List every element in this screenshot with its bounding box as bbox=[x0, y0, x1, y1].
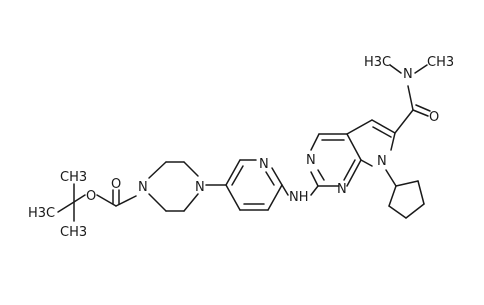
bond-pyr-4 bbox=[267, 184, 283, 211]
bond-cp-1 bbox=[395, 180, 419, 187]
bond-pyrrole-2 bbox=[371, 119, 396, 134]
bond-pyrrole-2d bbox=[372, 126, 392, 138]
bond-amide-c-to-n bbox=[407, 85, 414, 111]
atom-label-piperazine-n1: N bbox=[138, 180, 148, 195]
atom-label-pyrrole-n: N bbox=[377, 154, 387, 169]
atom-label-carbamate-o: O bbox=[86, 189, 96, 204]
atom-label-amide-o: O bbox=[429, 110, 439, 125]
bond-pym-1d bbox=[317, 169, 325, 181]
bond-pyr-3 bbox=[271, 167, 283, 186]
bonds bbox=[57, 64, 431, 222]
bond-pym-4 bbox=[346, 133, 362, 161]
bond-cp-3 bbox=[405, 203, 425, 219]
bond-pym-5 bbox=[346, 159, 362, 187]
bond-amide-n-to-me-left bbox=[389, 64, 402, 74]
bond-pyridine-to-nh bbox=[281, 184, 289, 196]
bond-pip-1 bbox=[148, 161, 167, 179]
bond-pyr-6 bbox=[225, 184, 241, 211]
atom-label-pyridine-n: N bbox=[259, 157, 269, 172]
atom-label-tbu-me-bottom: CH3 bbox=[60, 225, 87, 240]
bond-pyrrole-3 bbox=[390, 132, 396, 151]
bond-tbu-to-o bbox=[73, 194, 86, 203]
bond-pym-5d bbox=[343, 159, 356, 181]
bond-pyrrole-4 bbox=[360, 159, 373, 167]
atom-label-amide-n: N bbox=[403, 67, 413, 82]
atom-labels: CH3 H3C CH3 O O N N N NH N N N N O H3C C… bbox=[28, 55, 454, 240]
bond-pyr-3d bbox=[265, 171, 275, 186]
bond-nh-to-pyrimidine bbox=[310, 185, 319, 196]
bond-amide-co-a bbox=[412, 109, 429, 117]
bond-cp-5 bbox=[388, 185, 397, 207]
bond-tbu-methyl-left bbox=[57, 201, 75, 213]
atom-label-tbu-me-left: H3C bbox=[28, 206, 55, 221]
atom-label-piperazine-n4: N bbox=[195, 180, 205, 195]
atom-label-amine-nh: NH bbox=[289, 190, 309, 205]
bond-n-to-cyclopentyl bbox=[385, 169, 397, 187]
bond-pip-4 bbox=[183, 193, 199, 212]
atom-label-carbonyl-o: O bbox=[111, 177, 121, 192]
bond-pym-1 bbox=[310, 171, 319, 187]
bond-pip-3 bbox=[183, 161, 199, 177]
atom-label-pyrimidine-n1: N bbox=[306, 153, 316, 168]
bond-cp-4 bbox=[388, 205, 407, 219]
atom-label-pyrimidine-n3: N bbox=[337, 182, 347, 197]
bond-amide-n-to-me-right bbox=[414, 64, 428, 74]
atom-label-tbu-me-top: CH3 bbox=[60, 170, 87, 185]
atom-label-methyl-n-left: H3C bbox=[364, 55, 391, 70]
bond-pyrrole-to-amide-c bbox=[394, 109, 414, 134]
bond-pyrrole-1 bbox=[346, 119, 373, 135]
bond-pyr-1d bbox=[231, 165, 244, 186]
bond-carbonyl-c-to-n bbox=[115, 195, 137, 207]
atom-label-methyl-n-right: CH3 bbox=[427, 55, 454, 70]
bond-cp-2 bbox=[417, 180, 425, 205]
bond-pyr-1 bbox=[225, 159, 241, 186]
bond-pym-2 bbox=[310, 133, 320, 151]
bond-amide-co-b bbox=[415, 104, 431, 112]
bond-pip-6 bbox=[148, 193, 167, 212]
